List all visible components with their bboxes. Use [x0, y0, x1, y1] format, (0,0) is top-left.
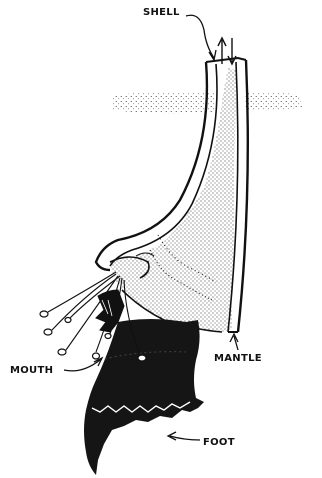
mouth-label: MOUTH — [10, 365, 53, 376]
shell-label: SHELL — [143, 7, 180, 18]
foot-label: FOOT — [203, 437, 235, 448]
shell-leader — [186, 15, 214, 58]
foot — [84, 319, 204, 475]
mantle-label: MANTLE — [214, 353, 262, 364]
